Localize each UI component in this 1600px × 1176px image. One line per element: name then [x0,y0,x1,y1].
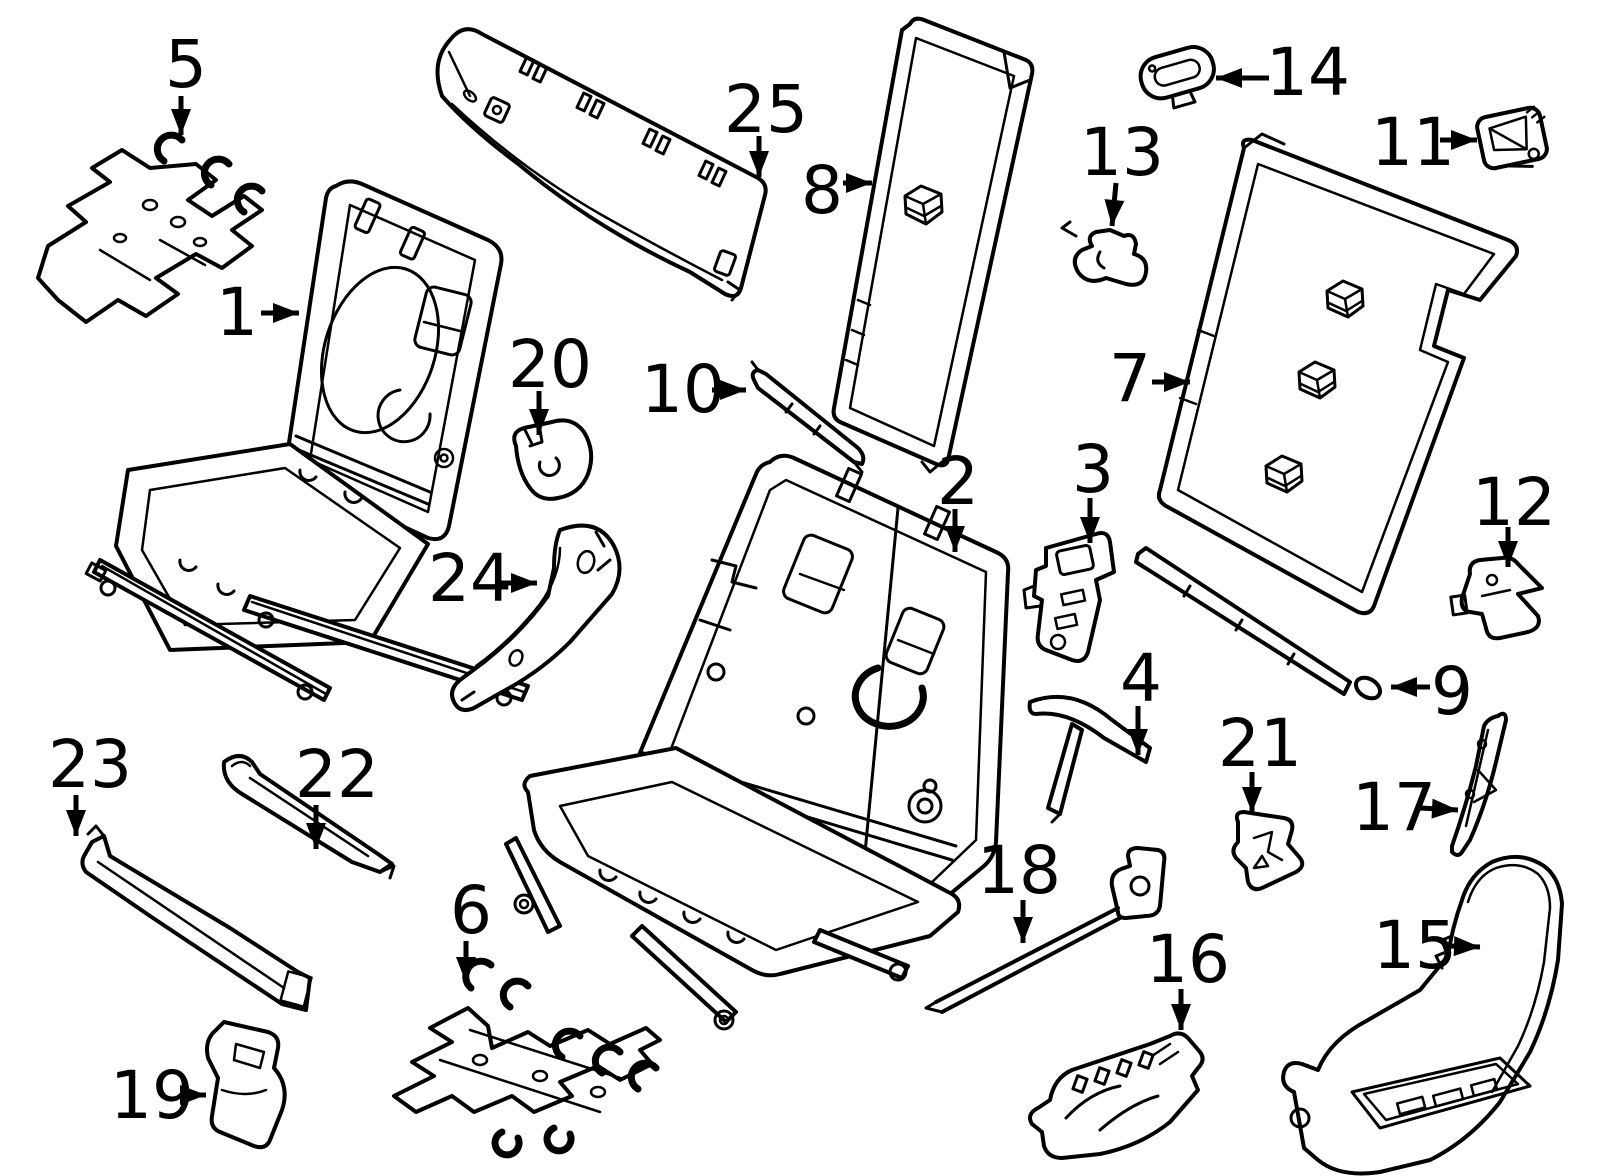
part-4-release-rod-drawing [1027,694,1152,824]
part-6-floor-bracket-drawing [392,957,662,1159]
part-10-strip-drawing [750,360,866,474]
part-9-strip-drawing [1134,546,1383,701]
callout-19-number: 19 [110,1057,194,1134]
part-2-seat-frame-drawing [504,453,1011,1031]
part-19-cover-drawing [205,1020,287,1150]
callout-7-number: 7 [1109,340,1151,417]
part-17-blade-trim-drawing [1450,711,1508,857]
callout-9-number: 9 [1431,653,1473,730]
part-14-clip-drawing [1138,45,1216,110]
part-23-sill-trim-drawing [80,824,313,1012]
callout-25-number: 25 [724,71,808,148]
callout-20-number: 20 [508,326,592,403]
part-18-rod-drawing [924,846,1167,1014]
part-13-clip-drawing [1060,220,1149,287]
callout-18-number: 18 [977,832,1061,909]
callout-13-number: 13 [1080,114,1164,191]
part-8-backrest-panel-drawing [831,16,1035,474]
callout-10-number: 10 [641,351,725,428]
callout-4-number: 4 [1120,640,1162,717]
part-16-side-bracket-drawing [1028,1031,1205,1160]
part-1-seat-frame-drawing [84,179,530,707]
callout-22-number: 22 [295,736,379,813]
callout-24-number: 24 [428,540,512,617]
callout-8-number: 8 [801,152,843,229]
part-24-side-bracket-drawing [450,523,622,712]
callout-6-number: 6 [450,872,492,949]
callout-15-number: 15 [1373,907,1457,984]
callout-23-number: 23 [48,726,132,803]
callout-2-number: 2 [937,443,979,520]
part-15-side-valance-drawing [1281,854,1564,1176]
callout-5-number: 5 [165,26,207,103]
callout-15-arrow [1449,936,1481,957]
part-11-clip-drawing [1475,105,1549,171]
callout-17-arrow [1419,798,1459,819]
callout-1-number: 1 [216,274,258,351]
callout-21-number: 21 [1218,705,1302,782]
callout-3-number: 3 [1072,431,1114,508]
part-21-bracket-drawing [1231,810,1305,892]
part-22-trim-strip-drawing [221,754,396,880]
part-25-trim-panel-drawing [435,27,768,302]
part-3-latch-drawing [1022,531,1116,663]
callout-13-arrow [1104,182,1125,227]
part-7-backrest-panel-drawing [1156,132,1519,616]
part-5-floor-bracket-drawing [36,131,266,324]
callout-16-number: 16 [1146,921,1230,998]
callout-12-number: 12 [1472,464,1556,541]
part-20-clip-drawing [512,418,594,501]
part-12-bracket-drawing [1449,555,1544,641]
callout-14-number: 14 [1266,34,1350,111]
